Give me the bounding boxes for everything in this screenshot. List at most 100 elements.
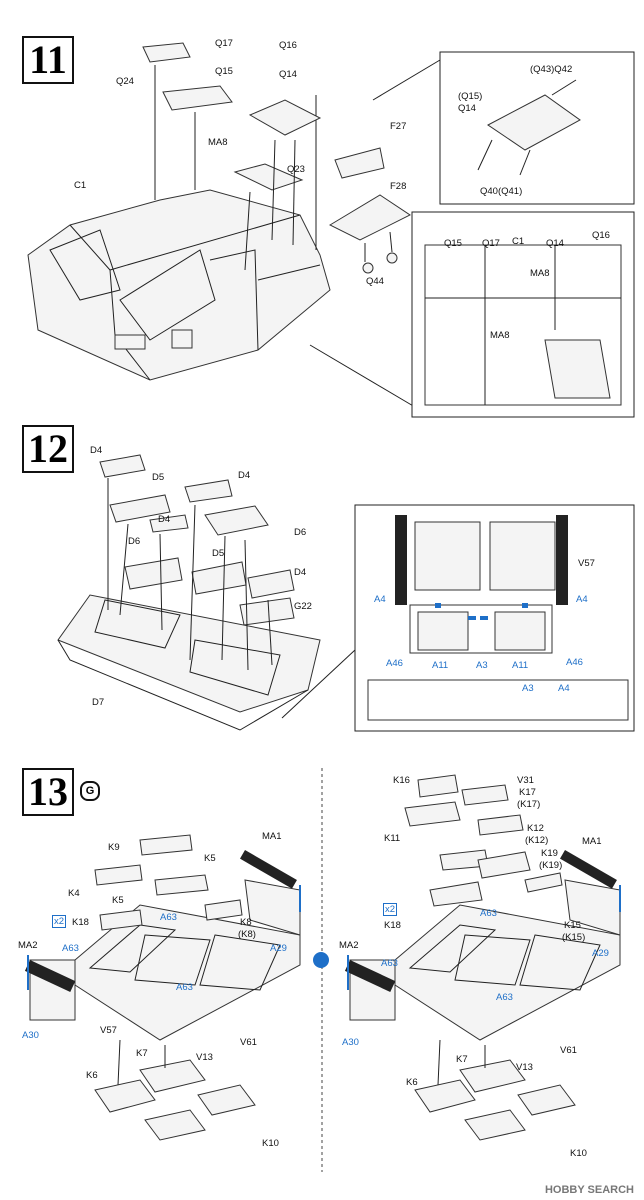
part-d7 — [57, 594, 321, 713]
label-q44: Q44 — [366, 276, 384, 287]
part-f27 — [334, 147, 385, 179]
label-g22: G22 — [294, 601, 312, 612]
inset12-a4b: A4 — [558, 683, 570, 694]
step13-left-assembly — [24, 834, 301, 1141]
inset2-c1: C1 — [512, 236, 525, 247]
label-q16: Q16 — [279, 40, 297, 51]
inset12-a4l: A4 — [374, 594, 386, 605]
s13l-k6: K6 — [86, 1070, 98, 1081]
inset1-q40q41: Q40(Q41) — [480, 186, 523, 197]
s13r-k15p: (K15) — [562, 932, 586, 943]
label-d5a: D5 — [152, 472, 165, 483]
inset2-q15: Q15 — [444, 238, 462, 249]
s13r-k18: K18 — [384, 920, 401, 931]
step13-right-assembly — [344, 774, 621, 1141]
inset12-a11l: A11 — [432, 660, 449, 671]
s13r-a29: A29 — [592, 948, 609, 959]
s13l-v13: V13 — [196, 1052, 213, 1063]
s13r-v13: V13 — [516, 1062, 533, 1073]
s13r-k6: K6 — [406, 1077, 418, 1088]
step-number-12: 12 — [22, 425, 74, 473]
inset1-q43q42: (Q43)Q42 — [530, 64, 573, 75]
inset2-q14: Q14 — [546, 238, 564, 249]
inset2-ma8a: MA8 — [530, 268, 550, 279]
s13l-k9: K9 — [108, 842, 120, 853]
s13l-k8: K8 — [240, 917, 252, 928]
s13r-a63b: A63 — [381, 958, 398, 969]
s13r-k19p: (K19) — [539, 860, 563, 871]
s13l-x2: x2 — [52, 915, 67, 928]
label-q24: Q24 — [116, 76, 134, 87]
inset2-q16: Q16 — [592, 230, 610, 241]
inset12-a46l: A46 — [386, 658, 403, 669]
label-d4d: D4 — [294, 567, 307, 578]
part-q15 — [162, 85, 233, 111]
s13l-a63b: A63 — [62, 943, 79, 954]
label-q15: Q15 — [215, 66, 233, 77]
s13l-v61: V61 — [240, 1037, 257, 1048]
s13l-k7: K7 — [136, 1048, 148, 1059]
s13r-k10: K10 — [570, 1148, 587, 1159]
s13r-k7: K7 — [456, 1054, 468, 1065]
inset12-a46r: A46 — [566, 657, 583, 668]
step-number-13: 13 — [22, 768, 74, 816]
part-q14 — [248, 99, 322, 136]
hull-c1 — [27, 189, 331, 381]
s13l-a29: A29 — [270, 943, 287, 954]
s13r-v31: V31 — [517, 775, 534, 786]
label-d6a: D6 — [294, 527, 307, 538]
s13l-k18: K18 — [72, 917, 89, 928]
part-f28 — [328, 194, 411, 241]
s13l-v57: V57 — [100, 1025, 117, 1036]
watermark: HOBBY SEARCH — [544, 1184, 634, 1196]
s13r-k19: K19 — [541, 848, 558, 859]
label-q23: Q23 — [287, 164, 305, 175]
inset1-q14: Q14 — [458, 103, 476, 114]
label-d6b: D6 — [128, 536, 141, 547]
s13l-ma1: MA1 — [262, 831, 282, 842]
s13r-a63a: A63 — [480, 908, 497, 919]
inset-q14-assembly — [439, 51, 635, 205]
inset12-a4r: A4 — [576, 594, 588, 605]
label-d5b: D5 — [212, 548, 225, 559]
s13r-v61: V61 — [560, 1045, 577, 1056]
label-d4a: D4 — [90, 445, 103, 456]
label-d4b: D4 — [238, 470, 251, 481]
label-c1: C1 — [74, 180, 87, 191]
s13r-k15: K15 — [564, 920, 581, 931]
s13r-ma2: MA2 — [339, 940, 359, 951]
s13l-k4: K4 — [68, 888, 80, 899]
s13r-a63c: A63 — [496, 992, 513, 1003]
step13-badge: G — [80, 781, 100, 801]
label-f27: F27 — [390, 121, 407, 132]
s13l-a63c: A63 — [176, 982, 193, 993]
s13r-k16: K16 — [393, 775, 410, 786]
inset12-a3b: A3 — [522, 683, 534, 694]
label-d7: D7 — [92, 697, 105, 708]
label-q14: Q14 — [279, 69, 297, 80]
s13r-k11: K11 — [384, 833, 401, 844]
s13l-a30: A30 — [22, 1030, 39, 1041]
s13r-x2: x2 — [383, 903, 398, 916]
s13r-k17: K17 — [519, 787, 536, 798]
s13r-k12: K12 — [527, 823, 544, 834]
s13l-k8p: (K8) — [238, 929, 256, 940]
s13l-ma2: MA2 — [18, 940, 38, 951]
label-ma8: MA8 — [208, 137, 228, 148]
hatch-pieces — [99, 454, 295, 626]
inset2-ma8b: MA8 — [490, 330, 510, 341]
s13l-k5b: K5 — [112, 895, 124, 906]
part-q23 — [233, 163, 304, 191]
s13l-a63a: A63 — [160, 912, 177, 923]
s13r-k17p: (K17) — [517, 799, 541, 810]
inset12-v57: V57 — [578, 558, 595, 569]
inset1-q15: (Q15) — [458, 91, 483, 102]
label-d4c: D4 — [158, 514, 171, 525]
s13r-k12p: (K12) — [525, 835, 549, 846]
s13l-k5a: K5 — [204, 853, 216, 864]
inset12-a3: A3 — [476, 660, 488, 671]
part-q24 — [142, 42, 191, 63]
inset12-a11r: A11 — [512, 660, 529, 671]
